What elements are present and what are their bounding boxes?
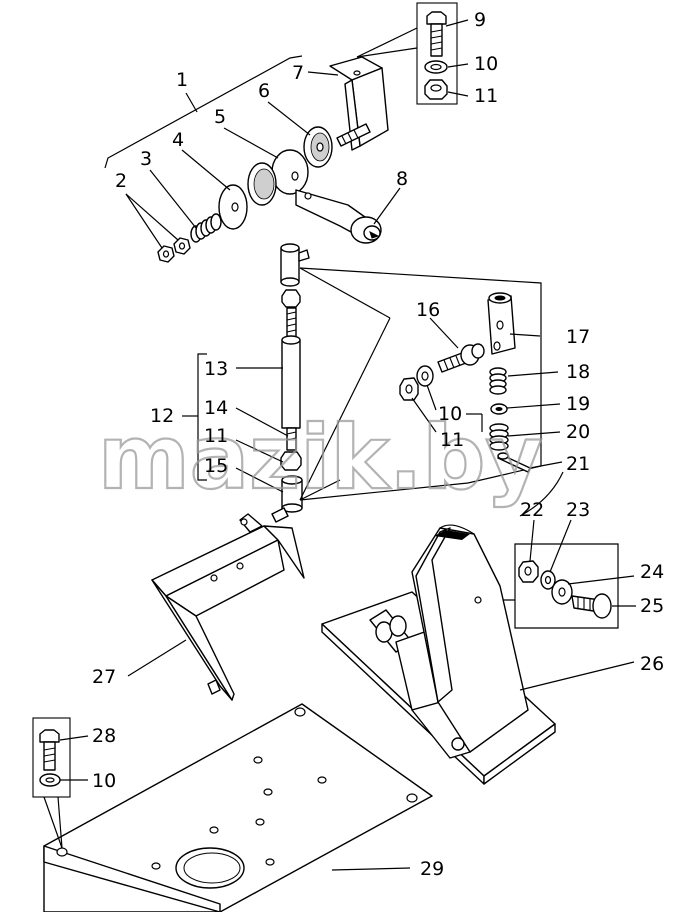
callout-21: 21 [566,453,590,475]
callout-11-right: 11 [440,429,464,451]
part-25-bolt [571,593,612,619]
callout-6: 6 [258,80,270,102]
part-15-lower-sleeve [271,475,303,523]
callout-11-top: 11 [474,85,498,107]
fastener-box-base [32,717,89,849]
callout-7: 7 [292,62,304,84]
callout-28: 28 [92,725,116,747]
callout-18: 18 [566,361,590,383]
callout-2: 2 [115,170,127,192]
callout-4: 4 [172,129,184,151]
callout-16: 16 [416,299,440,321]
part-3-spring [190,213,222,243]
callout-13: 13 [204,358,228,380]
callout-labels: 1 2 3 4 5 6 7 8 9 10 11 12 13 14 11 15 1… [92,9,664,880]
part-9-bolt [426,11,447,57]
callout-22: 22 [520,499,544,521]
callout-25: 25 [640,595,664,617]
part-27-bracket [127,513,305,701]
callout-23: 23 [566,499,590,521]
callout-14: 14 [204,397,228,419]
callout-5: 5 [214,106,226,128]
part-20-spring [489,423,509,451]
part-4-disc [218,184,248,230]
callout-10-mid: 10 [438,403,462,425]
part-7-stud [336,123,371,147]
fastener-box-top [356,2,469,105]
part-11-nut [424,79,448,100]
callout-24: 24 [640,561,664,583]
part-29-base-plate [43,703,433,912]
part-26-pedal [321,524,635,785]
part-2-nuts [157,237,191,263]
callout-8: 8 [396,168,408,190]
part-18-spring [489,367,507,395]
callout-12: 12 [150,405,174,427]
part-6-friction-disc [303,126,333,168]
callout-10-bottom: 10 [92,770,116,792]
part-17-sleeve [487,292,516,355]
part-16-pin [437,343,485,373]
link-box [299,267,542,501]
callout-3: 3 [140,148,152,170]
watermark: mazik.by [98,406,543,509]
upper-sleeve [280,243,310,287]
callout-9: 9 [474,9,486,31]
rod-assembly-12 [182,243,310,523]
callout-27: 27 [92,666,116,688]
callout-17: 17 [566,326,590,348]
part-8-ball-end [350,216,382,244]
part-10-washer [424,60,448,74]
callout-29: 29 [420,858,444,880]
callout-1: 1 [176,69,188,91]
friction-pad [247,162,277,206]
callout-11-mid: 11 [204,425,228,447]
callout-10-top: 10 [474,53,498,75]
fastener-box-pedal [484,519,636,629]
callout-20: 20 [566,421,590,443]
callout-26: 26 [640,653,664,675]
assembly-1-bracket-group [104,55,401,263]
callout-15: 15 [204,455,228,477]
callout-19: 19 [566,393,590,415]
parts-16-21 [399,292,564,517]
